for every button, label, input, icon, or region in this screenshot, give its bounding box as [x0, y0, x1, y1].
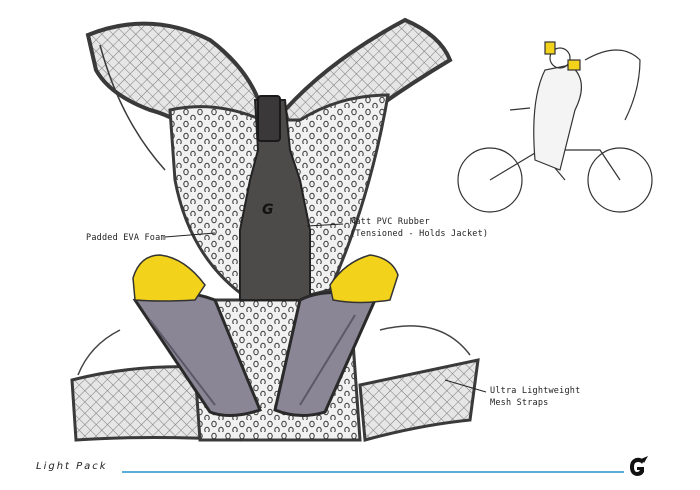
cyclist-thumbnail-sketch — [457, 41, 653, 213]
annotation-pvc-line2: (Tensioned - Holds Jacket) — [350, 229, 489, 239]
annotation-pvc-line1: Matt PVC Rubber — [350, 217, 430, 227]
right-bottle-cap — [329, 254, 399, 304]
svg-text:G: G — [262, 202, 274, 218]
gatorade-g-logo-icon — [630, 456, 648, 476]
accent-rule — [122, 471, 624, 473]
annotation-leaders — [164, 223, 487, 393]
annotation-mesh-line1: Ultra Lightweight — [490, 386, 581, 396]
annotation-mesh-line2: Mesh Straps — [490, 398, 549, 408]
annotation-eva-foam: Padded EVA Foam — [86, 233, 166, 243]
left-bottle-cap — [132, 254, 206, 302]
right-bottle-sleeve — [273, 291, 378, 417]
center-pvc-strap: G — [239, 95, 311, 301]
page-title: Light Pack — [36, 461, 108, 472]
